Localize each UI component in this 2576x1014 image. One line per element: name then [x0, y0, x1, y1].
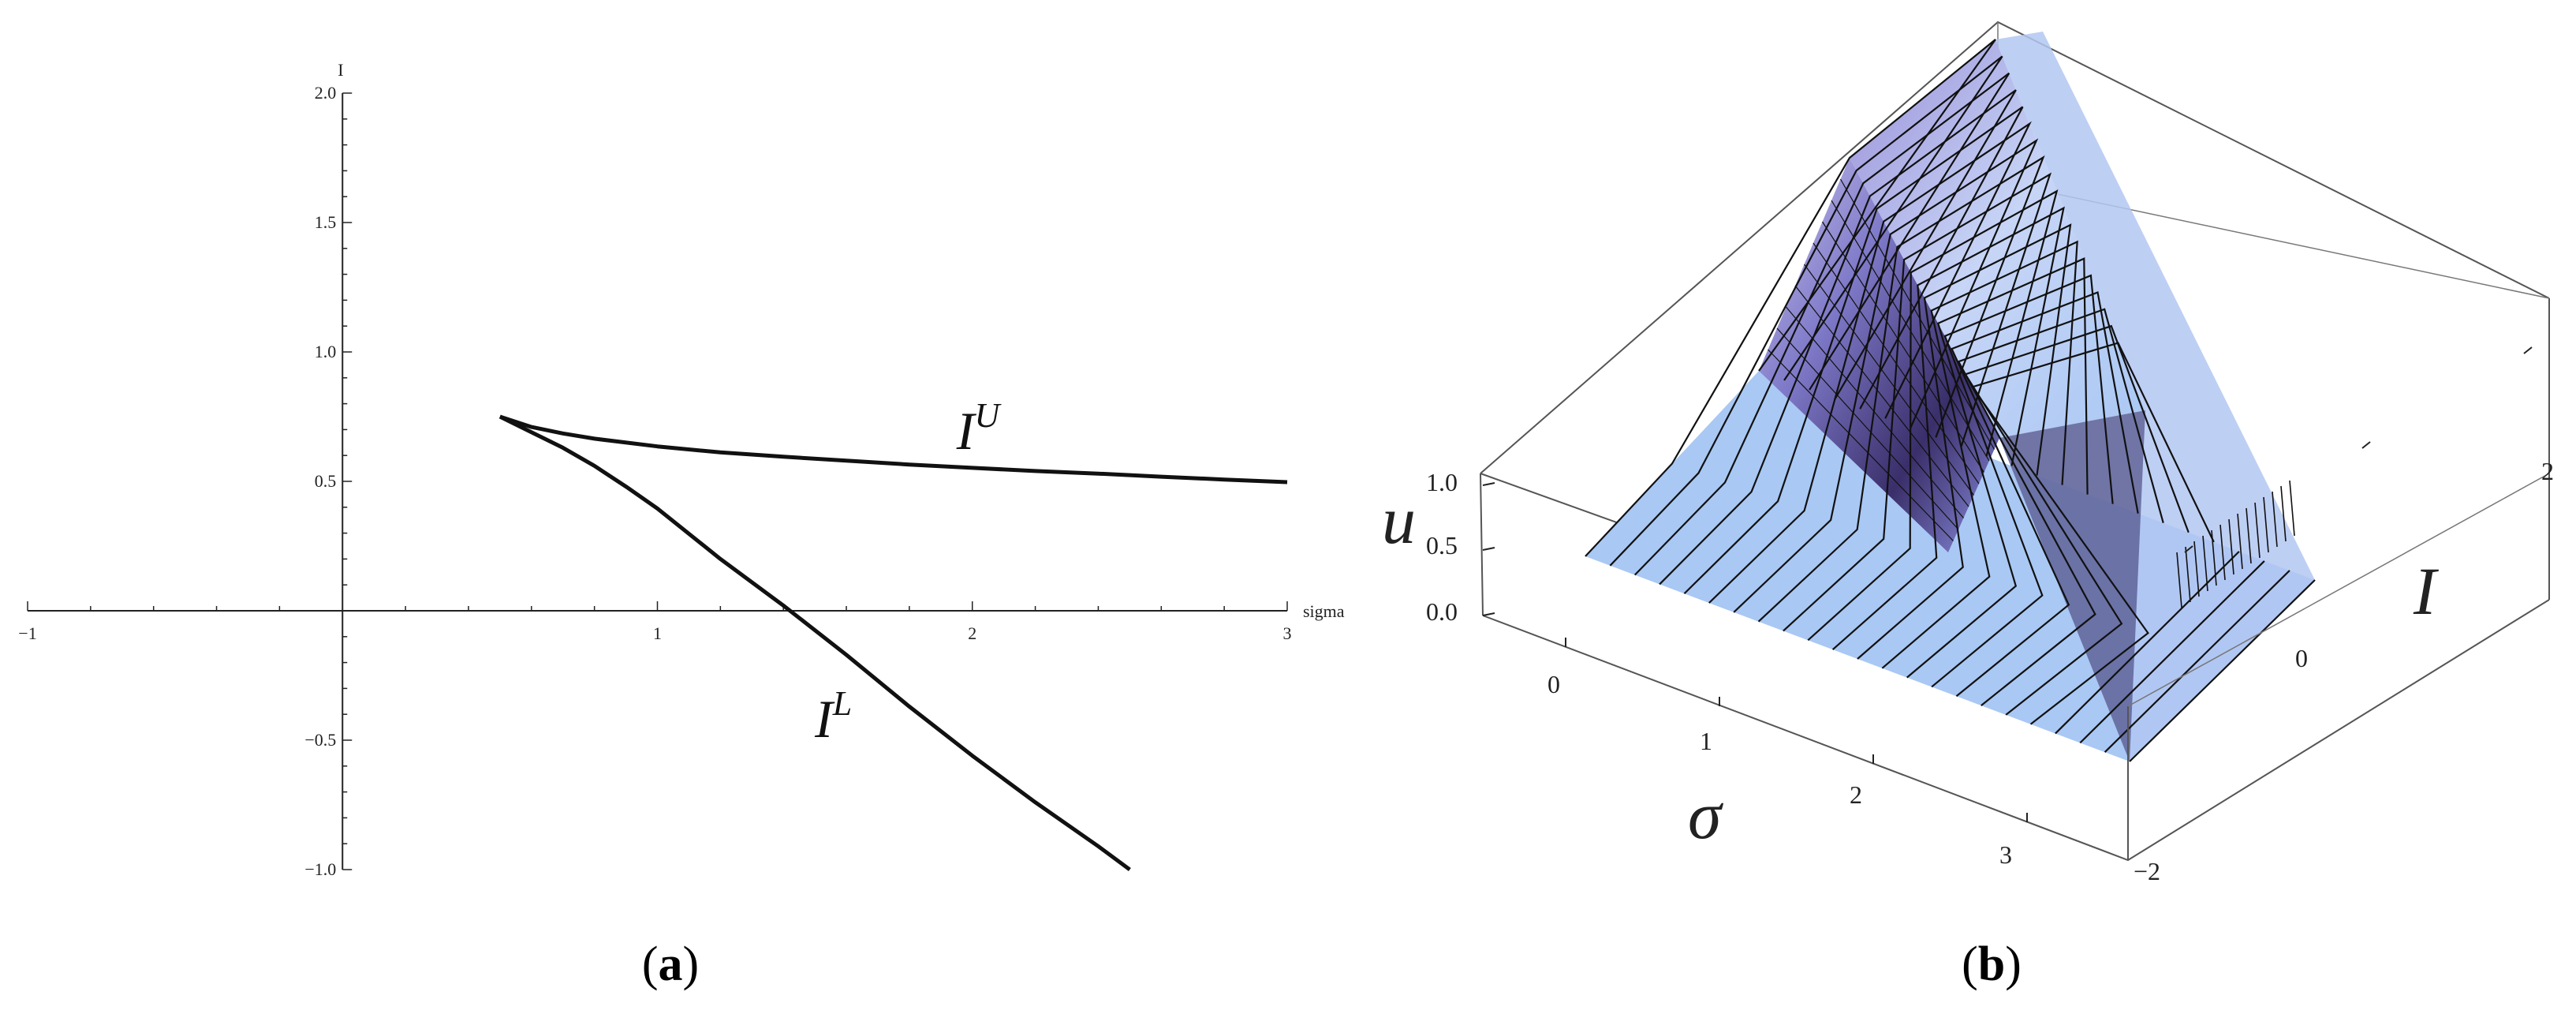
mesh-line [1813, 242, 1980, 485]
mesh-line [2263, 496, 2269, 553]
y-tick-label: 2.0 [315, 83, 337, 103]
mesh-line [1951, 290, 2139, 698]
mesh-line [2280, 485, 2287, 542]
mesh-line [1970, 342, 2215, 725]
x-axis-label: sigma [1303, 601, 1345, 621]
mesh-line [1609, 55, 2003, 567]
panel-b-caption-close: ) [2005, 937, 2022, 991]
y-tick-label: 0.5 [315, 471, 337, 491]
z-axis-label: u [1382, 482, 1416, 558]
x-tick-label: 3 [1283, 623, 1292, 643]
z-tick-label: 0.5 [1426, 531, 1458, 559]
panel-a-caption: (a) [642, 937, 699, 991]
mesh-line [2228, 518, 2234, 575]
panel-a-caption-letter: a [659, 937, 683, 991]
panel-b-caption: (b) [1962, 937, 2022, 991]
panel-a-caption-close: ) [683, 937, 700, 991]
x-axis-label: σ [1688, 777, 1724, 853]
panel-b-caption-letter: b [1978, 937, 2005, 991]
x-tick-label: 1 [653, 623, 662, 643]
mesh-line [2219, 524, 2226, 581]
panel-b-surface-plot: 1.0 0.5 0.0 u 0 1 2 3 σ 2 0 −2 I (b) [1382, 21, 2554, 991]
mesh-line [2193, 541, 2200, 597]
box-inner-bottom-edge [2127, 473, 2550, 707]
mesh-line [2055, 551, 2240, 735]
y-tick-label: 2 [2541, 457, 2554, 485]
series-group [498, 414, 1288, 872]
mesh-line [1857, 223, 2072, 660]
mesh-line [1708, 121, 2032, 604]
mesh-line [1831, 200, 1990, 462]
x-tick-label: 3 [1999, 840, 2012, 869]
x-tick-label: 2 [1850, 780, 1862, 809]
mesh-line [2272, 491, 2278, 548]
mesh-line [1931, 274, 2114, 688]
y-tick-label: 1.5 [315, 212, 337, 232]
mesh-line [1733, 138, 2039, 613]
mesh-line [1957, 308, 2164, 706]
mesh-line [1964, 324, 2190, 716]
mesh-line [2254, 502, 2261, 559]
surface-ridge-shadow [1999, 410, 2145, 761]
series-line-upper [499, 414, 1288, 485]
mesh-line [2289, 480, 2295, 537]
series-line-lower [498, 414, 1131, 872]
mesh-line [1821, 221, 1985, 473]
mesh-line [1683, 106, 2024, 595]
mesh-line [1757, 155, 2045, 623]
minor-ticks [27, 92, 1288, 870]
y-ticks: 2.0 1.5 1.0 0.5 −0.5 −1.0 [304, 83, 336, 879]
panel-a-caption-open: ( [642, 937, 659, 991]
mesh-line [1783, 172, 2052, 632]
mesh-line [1839, 178, 1995, 450]
mesh-line [2237, 513, 2243, 570]
panel-b-caption-open: ( [1962, 937, 1978, 991]
y-tick-label: 0 [2295, 644, 2308, 672]
x-tick-label: 2 [968, 623, 976, 643]
surface-mesh [1585, 39, 2316, 762]
x-tick-label: 0 [1547, 670, 1560, 698]
x-tick-label: −1 [18, 623, 36, 643]
y-tick-label: −0.5 [304, 730, 336, 750]
mesh-line [2202, 535, 2208, 592]
z-tick-label: 1.0 [1426, 468, 1458, 496]
mesh-line [1633, 72, 2010, 576]
mesh-line [1786, 306, 1964, 518]
mesh-line [1804, 264, 1974, 496]
mesh-line [2129, 579, 2316, 762]
y-tick-label: −2 [2134, 857, 2160, 885]
box-vertical-left-edge [1480, 473, 1484, 616]
mesh-line [1768, 349, 1954, 541]
series-label-lower: IL [814, 684, 852, 749]
series-label-upper-sup: U [974, 396, 1002, 435]
series-label-upper-base: I [956, 401, 977, 461]
b-axis-tickmarks [1482, 346, 2533, 822]
z-tick-label: 0.0 [1426, 597, 1458, 626]
mesh-line [1881, 240, 2078, 669]
mesh-line [1585, 39, 1996, 557]
mesh-line [1807, 189, 2059, 642]
mesh-line [2176, 552, 2182, 608]
mesh-line [2079, 560, 2265, 744]
series-label-upper: IU [956, 396, 1002, 461]
mesh-line [1794, 285, 1969, 507]
mesh-line [1906, 257, 2089, 679]
y-tick-label: 1.0 [315, 342, 337, 361]
mesh-line [1776, 327, 1959, 530]
y-tick-label: −1.0 [304, 859, 336, 879]
surface-ridge-left-face [1759, 158, 1999, 552]
series-label-lower-sup: L [832, 684, 852, 723]
x-tick-label: 1 [1700, 727, 1712, 755]
mesh-line [2211, 529, 2217, 586]
mesh-line [2104, 570, 2290, 753]
x-ticks: −1 1 2 3 [18, 623, 1291, 643]
y-axis-label: I [338, 60, 343, 80]
mesh-line [2185, 546, 2191, 603]
mesh-line [2246, 507, 2252, 564]
y-axis-label: I [2413, 553, 2439, 629]
series-label-lower-base: I [814, 689, 835, 749]
